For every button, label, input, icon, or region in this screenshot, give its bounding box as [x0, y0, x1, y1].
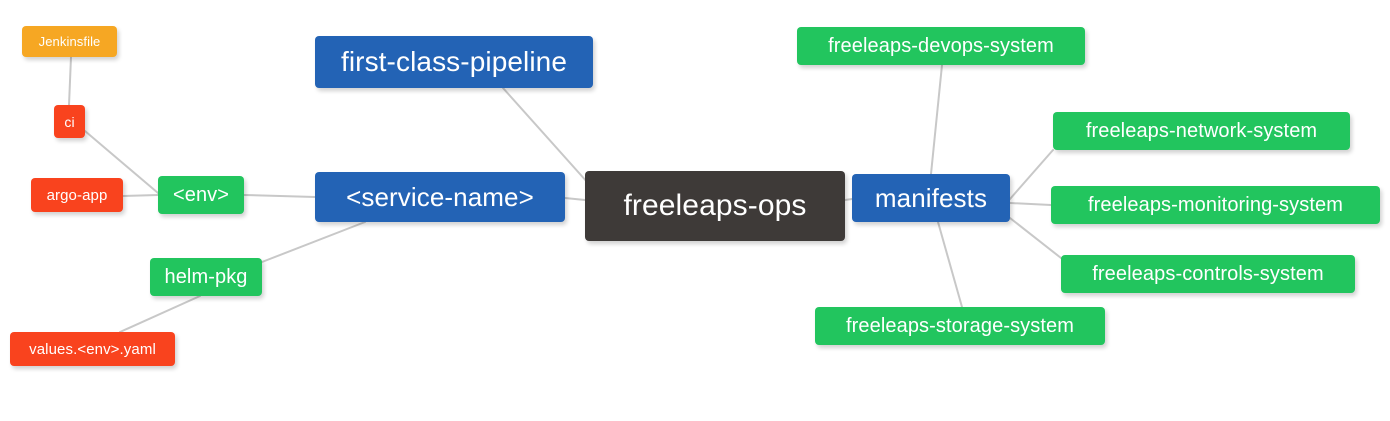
edge-helm-pkg-to-values-yaml: [119, 295, 201, 333]
node-helm-pkg[interactable]: helm-pkg: [150, 258, 262, 296]
edge-first-class-pipeline-to-freeleaps-ops: [502, 87, 589, 184]
node-label: helm-pkg: [164, 266, 248, 288]
node-freeleaps-network-system[interactable]: freeleaps-network-system: [1053, 112, 1350, 150]
edge-manifests-to-freeleaps-devops-system: [930, 64, 943, 175]
edge-manifests-to-freeleaps-storage-system: [937, 221, 963, 308]
node-label: first-class-pipeline: [340, 46, 568, 77]
node-label: freeleaps-monitoring-system: [1087, 194, 1343, 216]
node-env[interactable]: <env>: [158, 176, 244, 214]
node-label: <env>: [172, 184, 230, 206]
node-label: freeleaps-storage-system: [845, 315, 1075, 337]
node-label: argo-app: [46, 186, 108, 204]
edge-jenkinsfile-to-ci: [68, 56, 72, 106]
edge-manifests-to-freeleaps-controls-system: [1009, 217, 1062, 259]
node-jenkinsfile[interactable]: Jenkinsfile: [22, 26, 117, 57]
edge-argo-app-to-env: [122, 194, 159, 197]
node-values-yaml[interactable]: values.<env>.yaml: [10, 332, 175, 366]
node-label: freeleaps-devops-system: [828, 35, 1054, 57]
node-label: ci: [64, 113, 75, 130]
edge-service-name-to-helm-pkg: [261, 221, 366, 263]
node-label: manifests: [874, 183, 988, 213]
edge-ci-to-env: [84, 130, 159, 194]
node-ci[interactable]: ci: [54, 105, 85, 138]
node-freeleaps-devops-system[interactable]: freeleaps-devops-system: [797, 27, 1085, 65]
edge-manifests-to-freeleaps-network-system: [1009, 149, 1054, 200]
node-freeleaps-ops[interactable]: freeleaps-ops: [585, 171, 845, 241]
edge-manifests-to-freeleaps-monitoring-system: [1009, 202, 1052, 206]
edge-env-to-service-name: [243, 194, 316, 198]
node-argo-app[interactable]: argo-app: [31, 178, 123, 212]
node-freeleaps-storage-system[interactable]: freeleaps-storage-system: [815, 307, 1105, 345]
node-first-class-pipeline[interactable]: first-class-pipeline: [315, 36, 593, 88]
node-freeleaps-monitoring-system[interactable]: freeleaps-monitoring-system: [1051, 186, 1380, 224]
node-freeleaps-controls-system[interactable]: freeleaps-controls-system: [1061, 255, 1355, 293]
node-label: values.<env>.yaml: [29, 340, 156, 358]
node-label: <service-name>: [346, 182, 534, 212]
node-manifests[interactable]: manifests: [852, 174, 1010, 222]
node-label: Jenkinsfile: [38, 34, 101, 49]
node-service-name[interactable]: <service-name>: [315, 172, 565, 222]
node-label: freeleaps-network-system: [1085, 120, 1318, 142]
node-label: freeleaps-controls-system: [1092, 263, 1324, 285]
edge-service-name-to-freeleaps-ops: [564, 197, 586, 201]
edge-freeleaps-ops-to-manifests: [844, 198, 853, 201]
node-label: freeleaps-ops: [623, 189, 807, 222]
